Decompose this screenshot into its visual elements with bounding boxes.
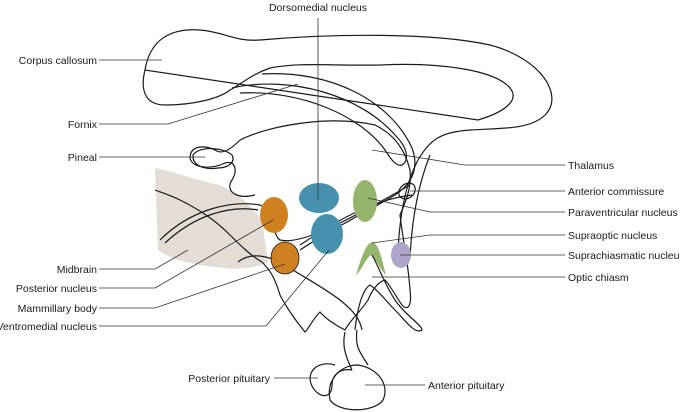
anterior-pituitary-shape bbox=[328, 364, 386, 411]
posterior-nucleus-shape bbox=[260, 197, 288, 233]
leader-midbrain bbox=[99, 249, 189, 270]
leader-paraventricular bbox=[367, 197, 565, 213]
label-ventromedial-nucleus: Ventromedial nucleus bbox=[0, 321, 97, 333]
dorsomedial-nucleus-shape bbox=[299, 183, 339, 213]
pineal-shape bbox=[192, 148, 234, 170]
leader-thalamus bbox=[371, 149, 565, 166]
label-fornix: Fornix bbox=[68, 119, 98, 131]
label-supraoptic-nucleus: Supraoptic nucleus bbox=[568, 230, 657, 242]
leader-supraoptic bbox=[371, 234, 565, 244]
label-posterior-nucleus: Posterior nucleus bbox=[16, 283, 97, 295]
ventromedial-tract bbox=[299, 194, 413, 246]
corpus-callosum-shape bbox=[142, 29, 553, 259]
label-corpus-callosum: Corpus callosum bbox=[19, 55, 97, 67]
leader-fornix bbox=[99, 83, 299, 125]
optic-chiasm-shape bbox=[354, 254, 423, 332]
posterior-pituitary-shape bbox=[309, 363, 353, 397]
label-optic-chiasm: Optic chiasm bbox=[568, 272, 629, 284]
leader-posterior-nucleus bbox=[99, 219, 274, 289]
midbrain-region bbox=[155, 168, 268, 269]
midbrain-tract-2 bbox=[164, 208, 259, 244]
label-dorsomedial-nucleus: Dorsomedial nucleus bbox=[269, 2, 367, 14]
leader-ventromedial bbox=[99, 249, 330, 327]
label-anterior-pituitary: Anterior pituitary bbox=[428, 380, 505, 392]
anterior-commissure-shape bbox=[398, 182, 416, 200]
pituitary-stalk bbox=[343, 329, 369, 371]
paraventricular-nucleus-shape bbox=[353, 180, 377, 222]
ventromedial-nucleus-shape bbox=[311, 214, 343, 254]
label-posterior-pituitary: Posterior pituitary bbox=[188, 373, 270, 385]
leader-lines bbox=[99, 18, 565, 386]
label-paraventricular-nucleus: Paraventricular nucleus bbox=[568, 207, 678, 219]
mammillary-body-shape bbox=[270, 241, 300, 275]
fornix-inner-line bbox=[261, 73, 416, 251]
label-anterior-commissure: Anterior commissure bbox=[568, 186, 664, 198]
label-mammillary-body: Mammillary body bbox=[18, 303, 98, 315]
mammillary-tract bbox=[237, 255, 363, 331]
supraoptic-nucleus-shape bbox=[356, 242, 386, 275]
label-thalamus: Thalamus bbox=[568, 160, 614, 172]
fornix-shape bbox=[231, 83, 407, 166]
label-pineal: Pineal bbox=[68, 152, 97, 164]
label-midbrain: Midbrain bbox=[57, 264, 97, 276]
label-suprachiasmatic-nucleus: Suprachiasmatic nucleus bbox=[568, 250, 680, 262]
leader-mammillary-body bbox=[99, 263, 286, 309]
